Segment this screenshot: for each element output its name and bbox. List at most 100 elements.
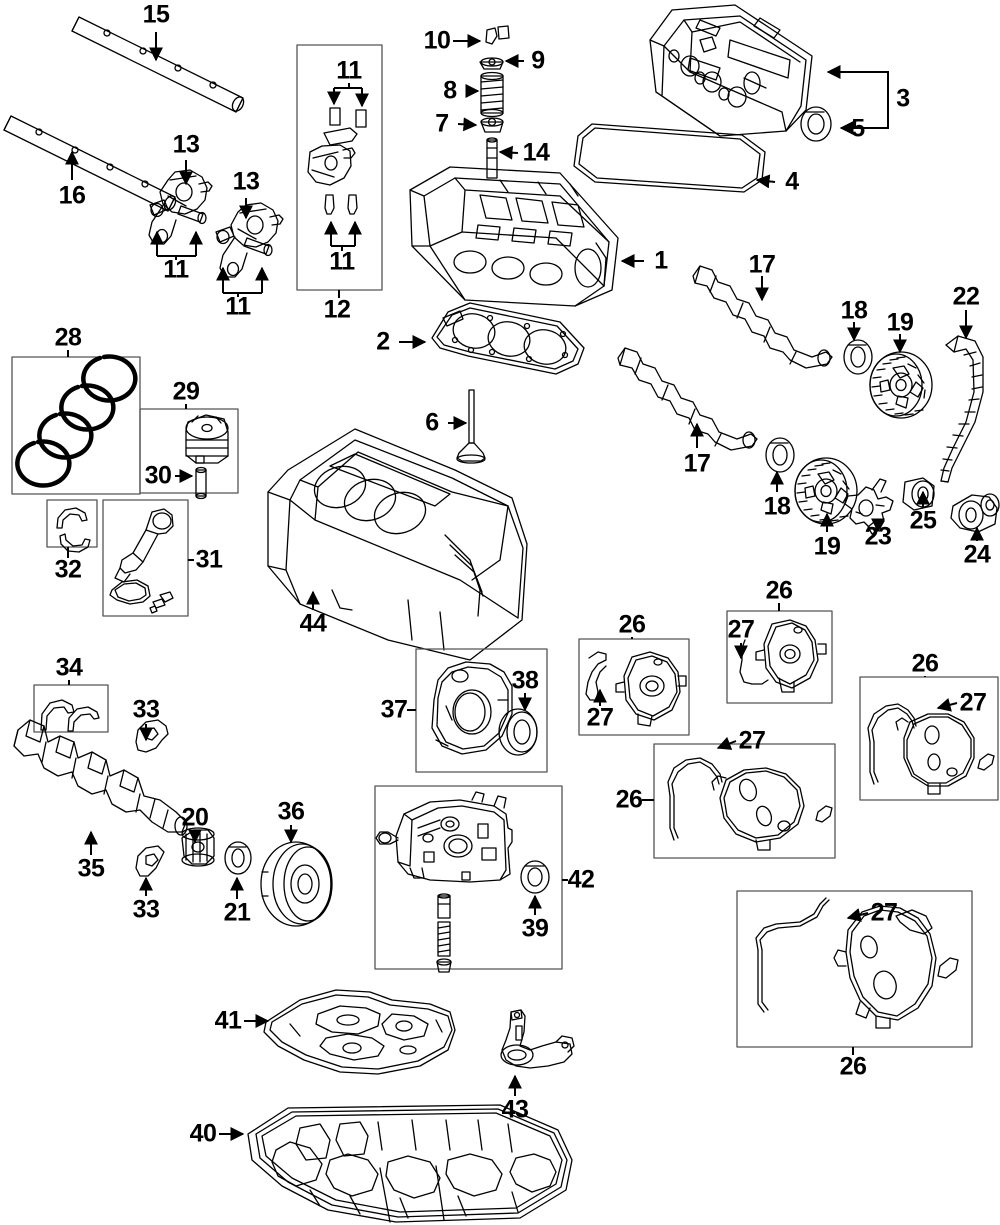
callout-19-lower: 19: [813, 532, 841, 561]
timing-cover-box-a-art: [578, 638, 690, 736]
callout-24: 24: [963, 540, 991, 569]
oil-pump-spring-art: [436, 893, 452, 973]
callout-17-upper: 17: [748, 250, 776, 279]
timing-cover-a-art: [585, 651, 687, 727]
callout-32: 32: [54, 555, 82, 584]
camshaft-upper-art: [692, 265, 833, 369]
callout-15: 15: [142, 0, 170, 29]
callout-8: 8: [443, 76, 457, 105]
camshaft-lower-art: [617, 347, 758, 451]
oil-pump-pickup-art: [500, 1009, 575, 1069]
callout-39: 39: [521, 914, 549, 943]
callout-27-b: 27: [727, 615, 755, 644]
oil-pump-seal-art: [520, 860, 550, 894]
idler-bushing-art: [902, 477, 935, 511]
timing-cover-c-art: [667, 757, 833, 851]
callout-42: 42: [567, 865, 595, 894]
callout-26-e: 26: [839, 1052, 867, 1081]
callout-10: 10: [423, 26, 451, 55]
callout-6: 6: [425, 408, 439, 437]
connecting-rod-box-art: [102, 499, 189, 617]
callout-7: 7: [435, 109, 449, 138]
thrust-washer-lower-art: [135, 845, 165, 877]
rocker-shaft-lower-art: [3, 115, 177, 212]
callout-21: 21: [223, 898, 251, 927]
head-gasket-art: [431, 302, 585, 375]
camshaft-seal-upper-art: [843, 339, 873, 375]
valve-cover-art: [649, 4, 813, 137]
main-bearings-art: [40, 699, 100, 732]
main-bearing-box-art: [33, 684, 109, 733]
rod-bearings-art: [56, 507, 91, 553]
camshaft-seal-lower-art: [765, 437, 795, 473]
piston-rings-art: [17, 357, 135, 486]
callout-16: 16: [58, 181, 86, 210]
oil-pan-baffle-art: [263, 989, 456, 1075]
callout-33-lower: 33: [132, 895, 160, 924]
connecting-rod-art: [109, 508, 174, 614]
callout-13-lower: 13: [232, 167, 260, 196]
valve-spring-seat-art: [480, 117, 504, 133]
timing-cover-d-art: [867, 703, 995, 795]
callout-20: 20: [181, 803, 209, 832]
rear-main-seal-art: [498, 708, 538, 756]
valve-guide-art: [486, 137, 498, 179]
oil-pump-box-art: [374, 785, 563, 970]
piston-box-art: [139, 408, 239, 494]
crankshaft-timing-gear-art: [181, 827, 215, 867]
crankshaft-art: [13, 719, 188, 836]
valve-keeper-art: [485, 25, 510, 45]
callout-2: 2: [376, 327, 390, 356]
callout-4: 4: [785, 167, 799, 196]
callout-25: 25: [909, 506, 937, 535]
timing-cover-box-c-art: [653, 743, 836, 859]
callout-18-upper: 18: [840, 296, 868, 325]
callout-22: 22: [952, 282, 980, 311]
callout-36: 36: [277, 797, 305, 826]
callout-5: 5: [851, 114, 865, 143]
callout-35: 35: [77, 854, 105, 883]
intake-valve-art: [456, 389, 486, 464]
valve-spring-art: [480, 71, 504, 118]
callout-11-d: 11: [329, 247, 355, 276]
spark-plug-tube-seal-art: [800, 106, 832, 142]
oil-pump-art: [375, 791, 513, 883]
callout-27-d: 27: [959, 688, 987, 717]
callout-13-upper: 13: [172, 130, 200, 159]
callout-27-a: 27: [586, 703, 614, 732]
callout-40: 40: [189, 1119, 217, 1148]
valve-cover-gasket-art: [573, 123, 766, 193]
callout-26-a: 26: [618, 610, 646, 639]
timing-cover-box-e-art: [736, 890, 973, 1048]
callout-1: 1: [654, 246, 668, 275]
callout-43: 43: [501, 1095, 529, 1124]
rocker-assembly-parts-art: [307, 107, 367, 215]
cylinder-head-art: [409, 166, 619, 307]
callout-30: 30: [144, 461, 172, 490]
callout-29: 29: [172, 377, 200, 406]
callout-41: 41: [214, 1006, 242, 1035]
adjust-screw-b: [215, 226, 273, 257]
callout-17-lower: 17: [683, 449, 711, 478]
crankshaft-pulley-art: [260, 841, 333, 927]
callout-28: 28: [54, 323, 82, 352]
callout-18-lower: 18: [763, 492, 791, 521]
callout-11-b: 11: [225, 292, 251, 321]
callout-26-d: 26: [911, 649, 939, 678]
callout-33-upper: 33: [132, 695, 160, 724]
callout-26-b: 26: [765, 576, 793, 605]
thrust-washer-upper-art: [135, 719, 169, 753]
callout-44: 44: [299, 609, 327, 638]
rod-bearing-box-art: [46, 499, 98, 548]
callout-3: 3: [896, 84, 910, 113]
callout-34: 34: [55, 653, 83, 682]
timing-belt-art: [940, 335, 984, 483]
timing-cover-e-art: [755, 897, 959, 1029]
callout-26-c: 26: [615, 785, 643, 814]
timing-cover-box-d-art: [859, 676, 999, 801]
callout-19-upper: 19: [886, 308, 914, 337]
engine-block-art: [267, 428, 528, 661]
callout-12: 12: [323, 295, 351, 324]
crankshaft-front-seal-art: [224, 841, 252, 875]
